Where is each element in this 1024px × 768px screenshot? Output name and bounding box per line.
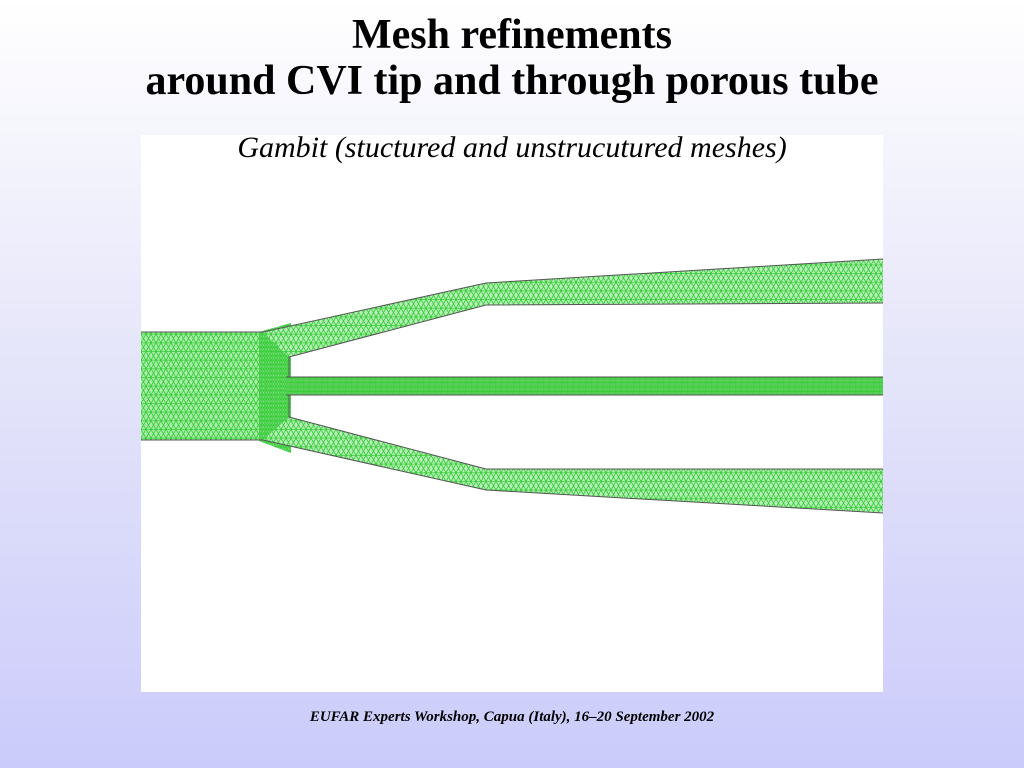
mesh-diagram — [141, 258, 883, 514]
porous-tube-mesh — [286, 377, 883, 395]
slide-footer: EUFAR Experts Workshop, Capua (Italy), 1… — [309, 709, 715, 725]
lower-diverging-wall-mesh — [263, 417, 486, 490]
lower-outer-channel-mesh — [486, 469, 883, 513]
title-line-2: around CVI tip and through porous tube — [145, 58, 879, 104]
figure-caption: Gambit (stuctured and unstrucutured mesh… — [237, 131, 787, 164]
title-line-1: Mesh refinements — [352, 12, 672, 58]
upper-diverging-wall-mesh — [263, 283, 486, 357]
mesh-figure — [141, 135, 883, 692]
slide-title: Mesh refinements around CVI tip and thro… — [0, 12, 1024, 104]
upper-outer-channel-mesh — [486, 259, 883, 305]
inlet-channel-mesh — [141, 332, 263, 440]
mesh-outline — [141, 258, 883, 514]
cvi-tip-refinement-mesh — [259, 323, 291, 453]
